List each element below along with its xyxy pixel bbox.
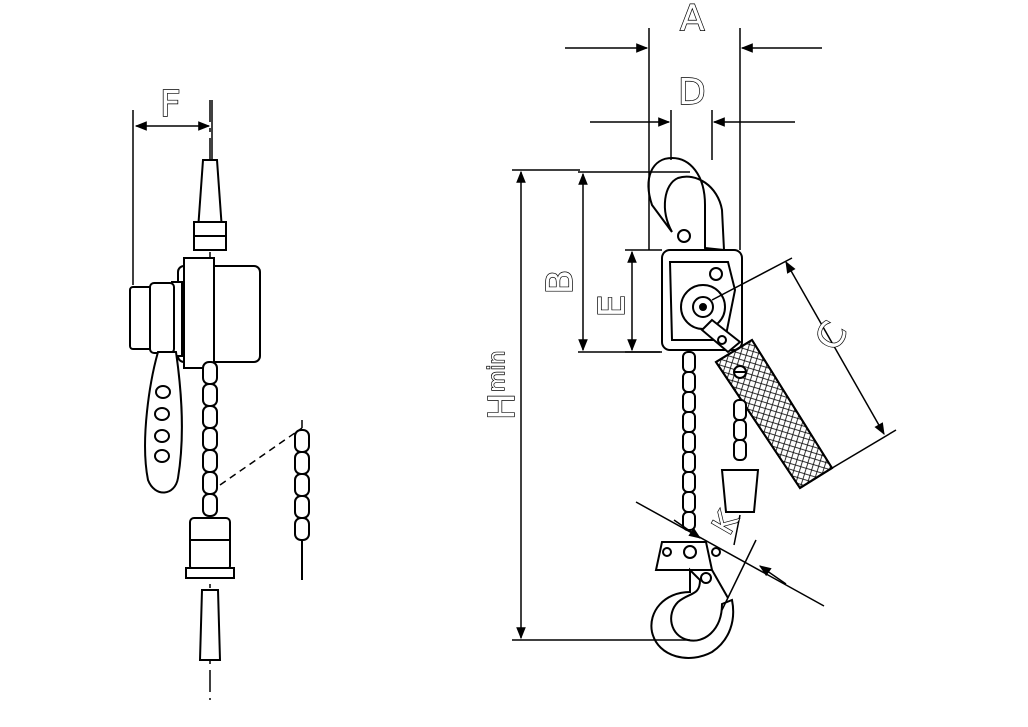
side-view: [129, 100, 310, 700]
dimension-label-a: A: [680, 0, 705, 39]
dimension-k: [635, 501, 825, 611]
dimension-hmin: [512, 169, 690, 641]
dimension-label-c: C: [808, 315, 856, 357]
dimension-c: [711, 257, 897, 481]
dimension-a: [565, 28, 822, 250]
dimension-label-d: D: [678, 72, 706, 113]
dimension-label-h-subscript: min: [485, 351, 510, 393]
front-view: [647, 156, 834, 659]
dimension-d: [590, 110, 795, 160]
dimension-label-f: F: [160, 84, 181, 125]
dimension-label-b: B: [540, 270, 581, 295]
dimension-label-hmin: H min: [481, 350, 523, 421]
dimension-label-e: E: [592, 295, 633, 318]
dimension-e: [625, 249, 662, 353]
dimension-f: [132, 100, 213, 285]
dimension-label-h: H: [482, 393, 523, 420]
